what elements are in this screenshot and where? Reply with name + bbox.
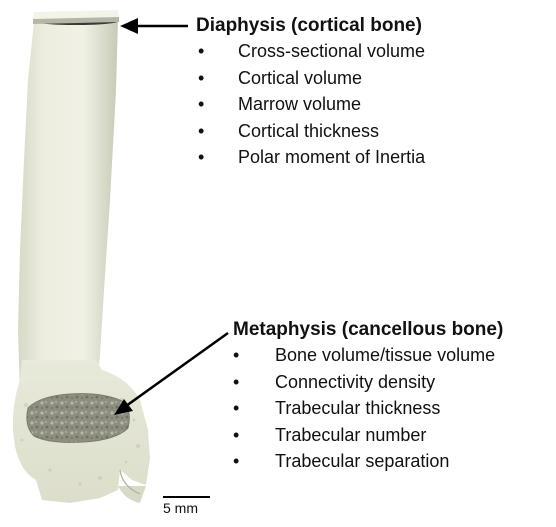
diaphysis-shaft: [18, 20, 118, 395]
list-item: •Polar moment of Inertia: [196, 144, 425, 171]
bullet-icon: •: [198, 120, 205, 141]
diaphysis-arrow: [120, 18, 188, 34]
list-item: •Trabecular separation: [233, 448, 503, 475]
list-item: •Cortical volume: [196, 65, 425, 92]
bullet-icon: •: [198, 94, 205, 114]
metaphysis-arrow: [114, 331, 229, 415]
diaphysis-metrics-list: •Cross-sectional volume •Cortical volume…: [196, 38, 425, 171]
bullet-icon: •: [198, 67, 205, 88]
list-item: •Bone volume/tissue volume: [233, 342, 503, 369]
trabecular-region: [26, 393, 130, 443]
diaphysis-annotation: Diaphysis (cortical bone) •Cross-section…: [196, 14, 425, 171]
metaphysis-metrics-list: •Bone volume/tissue volume •Connectivity…: [233, 342, 503, 475]
list-item: •Marrow volume: [196, 91, 425, 118]
list-item: •Cortical thickness: [196, 118, 425, 145]
bullet-icon: •: [233, 424, 240, 445]
metaphysis-annotation: Metaphysis (cancellous bone) •Bone volum…: [233, 318, 503, 475]
list-item: •Cross-sectional volume: [196, 38, 425, 65]
diaphysis-title: Diaphysis (cortical bone): [196, 15, 422, 36]
list-item: •Trabecular thickness: [233, 395, 503, 422]
metaphysis-title: Metaphysis (cancellous bone): [233, 319, 504, 340]
scale-bar-label: 5 mm: [163, 500, 198, 516]
bullet-icon: •: [233, 398, 240, 418]
list-item: •Connectivity density: [233, 369, 503, 396]
bullet-icon: •: [198, 41, 205, 61]
bullet-icon: •: [233, 345, 240, 365]
bullet-icon: •: [233, 451, 240, 471]
bullet-icon: •: [198, 147, 205, 167]
bullet-icon: •: [233, 371, 240, 392]
list-item: •Trabecular number: [233, 422, 503, 449]
